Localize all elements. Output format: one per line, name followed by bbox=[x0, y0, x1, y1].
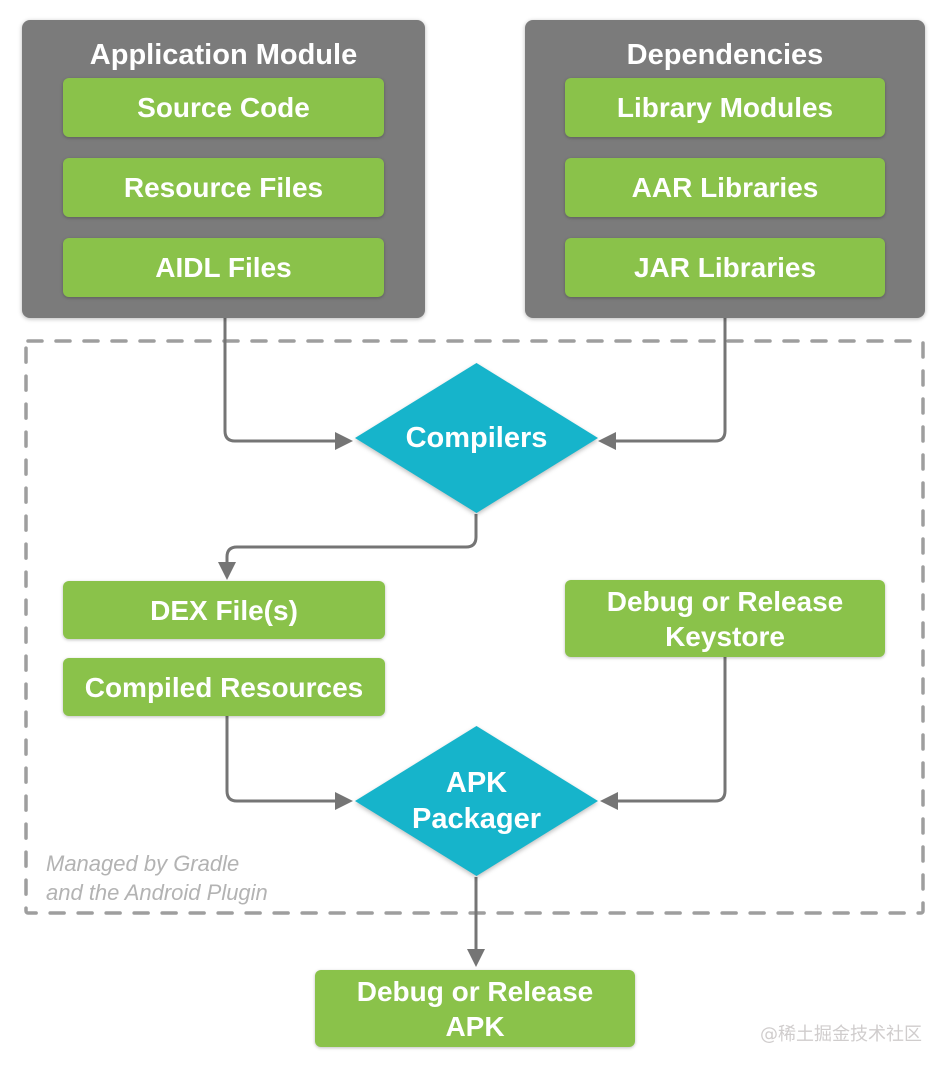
apk-output-label-line1: Debug or Release bbox=[356, 975, 594, 1007]
dex-files-label: DEX File(s) bbox=[150, 594, 298, 626]
application-module-group: Application Module Source Code Resource … bbox=[22, 20, 425, 318]
apk-output-label-line2: APK bbox=[445, 1010, 505, 1042]
aar-libraries-box: AAR Libraries bbox=[565, 158, 885, 217]
connector-app-module-to-compilers bbox=[223, 318, 353, 450]
gradle-note: Managed by Gradle and the Android Plugin bbox=[46, 849, 268, 907]
dependencies-title: Dependencies bbox=[626, 39, 824, 71]
gradle-note-line1: Managed by Gradle bbox=[46, 851, 240, 876]
jar-libraries-box: JAR Libraries bbox=[565, 238, 885, 297]
compiled-resources-label: Compiled Resources bbox=[84, 671, 364, 703]
connector-resources-to-packager bbox=[225, 716, 353, 810]
application-module-title: Application Module bbox=[89, 39, 358, 71]
keystore-label-line2: Keystore bbox=[665, 620, 785, 652]
apk-packager-label-line2: Packager bbox=[412, 803, 541, 835]
compilers-label: Compilers bbox=[405, 422, 548, 454]
compiled-resources-box: Compiled Resources bbox=[63, 658, 385, 716]
aidl-files-box: AIDL Files bbox=[63, 238, 384, 297]
keystore-label-line1: Debug or Release bbox=[606, 585, 844, 617]
watermark: @稀土掘金技术社区 bbox=[760, 1024, 922, 1045]
connector-keystore-to-packager bbox=[600, 657, 727, 810]
resource-files-box: Resource Files bbox=[63, 158, 384, 217]
dependencies-group: Dependencies Library Modules AAR Librari… bbox=[525, 20, 925, 318]
gradle-note-line2: and the Android Plugin bbox=[46, 880, 268, 905]
source-code-box: Source Code bbox=[63, 78, 384, 137]
apk-packager-diamond: APK Packager bbox=[355, 726, 598, 876]
connector-compilers-to-dex bbox=[218, 514, 478, 580]
connector-packager-to-apk bbox=[467, 877, 485, 967]
library-modules-box: Library Modules bbox=[565, 78, 885, 137]
keystore-box: Debug or Release Keystore bbox=[565, 580, 885, 657]
apk-packager-label-line1: APK bbox=[445, 767, 508, 799]
connector-dependencies-to-compilers bbox=[598, 318, 727, 450]
compilers-diamond: Compilers bbox=[355, 363, 598, 513]
dex-files-box: DEX File(s) bbox=[63, 581, 385, 639]
apk-output-box: Debug or Release APK bbox=[315, 970, 635, 1047]
